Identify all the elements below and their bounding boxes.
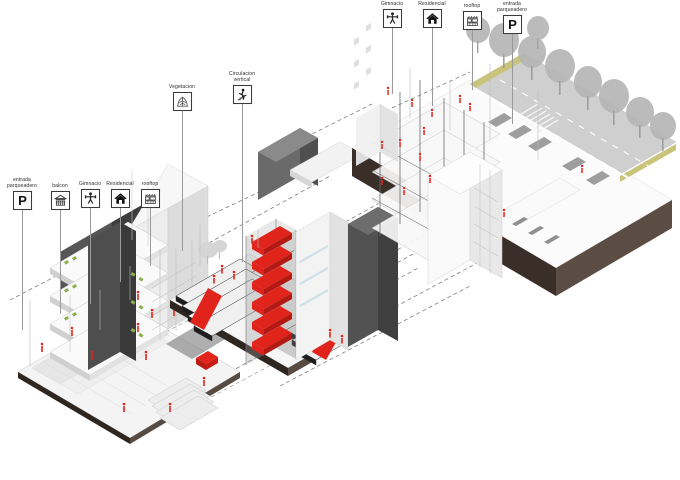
structure-frame-building [356,80,581,285]
street-band [469,52,677,185]
legend-post [89,208,91,305]
leader-columns-right [409,64,539,160]
legend-label: Residencial [106,181,134,187]
svg-text:P: P [508,18,517,33]
leader-columns-left [29,250,161,366]
floating-panel-middle [258,128,318,200]
legend-label: rooftop [463,3,481,9]
leader-columns-middle [199,225,259,266]
legend-marker-rooftop[interactable]: rooftop [115,181,185,267]
legend-marker-vegetation[interactable]: Vegetacion [147,84,217,252]
legend-label: Gimnacio [78,181,102,187]
legend-marker-vertical-circulation[interactable]: Circulacion vertical [207,71,277,263]
vertical-circulation-icon[interactable] [232,85,252,105]
people-figures-middle [212,234,344,344]
legend-marker-house[interactable]: Residencial [85,181,155,283]
people-figures-right [380,86,584,217]
legend-marker-gym[interactable]: Gimnacio [55,181,125,305]
legend-label: balcon [52,183,68,189]
legend-post [391,28,393,95]
legend-marker-rooftop[interactable]: rooftop [437,3,507,91]
parking-entrance-marker [196,351,218,364]
legend-post [119,208,121,283]
legend-marker-balcony[interactable]: balcon [25,183,95,315]
legend-marker-gym[interactable]: Gimnacio [357,1,427,95]
house-icon[interactable] [110,189,130,209]
legend-post [149,208,151,267]
legend-marker-house[interactable]: Residencial [397,1,467,107]
tower-middle-light [295,211,349,361]
rooftop-icon[interactable] [462,11,482,31]
legend-label: Residencial [418,1,446,7]
legend-label: entrada parqueadero [497,1,527,13]
legend-label: Vegetacion [168,84,196,90]
legend-label: entrada parqueadero [7,177,37,189]
legend-post [181,111,183,252]
legend-post [431,28,433,107]
legend-label: Gimnacio [380,1,404,7]
legend-post [241,104,243,263]
parking-p-icon[interactable]: P [502,15,522,35]
core-wall [88,222,120,370]
ramp-marker-left [190,288,222,330]
gym-icon[interactable] [382,9,402,29]
balcony-planters [63,256,144,338]
gym-icon[interactable] [80,189,100,209]
balcony-icon[interactable] [50,191,70,211]
tower-middle-dark [348,22,398,347]
house-icon[interactable] [422,9,442,29]
parking-p-icon[interactable]: P [12,191,32,211]
legend-post [21,210,23,331]
vegetation-icon[interactable] [172,92,192,112]
rooftop-icon[interactable] [140,189,160,209]
legend-post [471,30,473,91]
legend-label: Circulacion vertical [228,71,256,83]
svg-text:P: P [18,194,27,209]
legend-label: rooftop [141,181,159,187]
legend-post [59,210,61,315]
people-figures-left [40,290,206,412]
legend-post [511,34,513,125]
vegetation-cluster-middle [198,240,227,264]
red-stair-flights [252,226,292,356]
